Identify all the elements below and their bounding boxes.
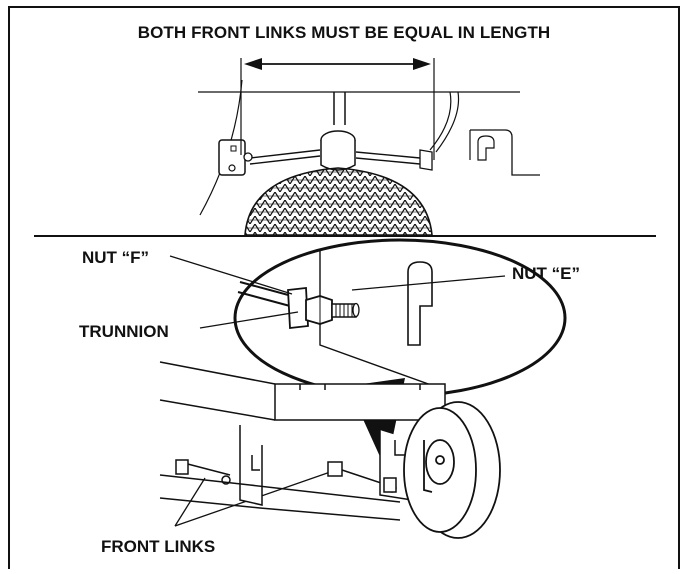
front-links-label: FRONT LINKS [101,537,216,556]
magnified-detail [233,238,567,398]
nut-e-label: NUT “E” [512,264,580,283]
mower-deck [159,361,446,521]
figure-title: BOTH FRONT LINKS MUST BE EQUAL IN LENGTH [137,23,551,42]
nut-f-label: NUT “F” [82,248,150,267]
frame-border [8,6,680,569]
front-wheel [403,401,501,539]
trunnion-label: TRUNNION [79,322,169,341]
top-illustration [198,79,540,235]
dimension-arrow [240,58,435,160]
